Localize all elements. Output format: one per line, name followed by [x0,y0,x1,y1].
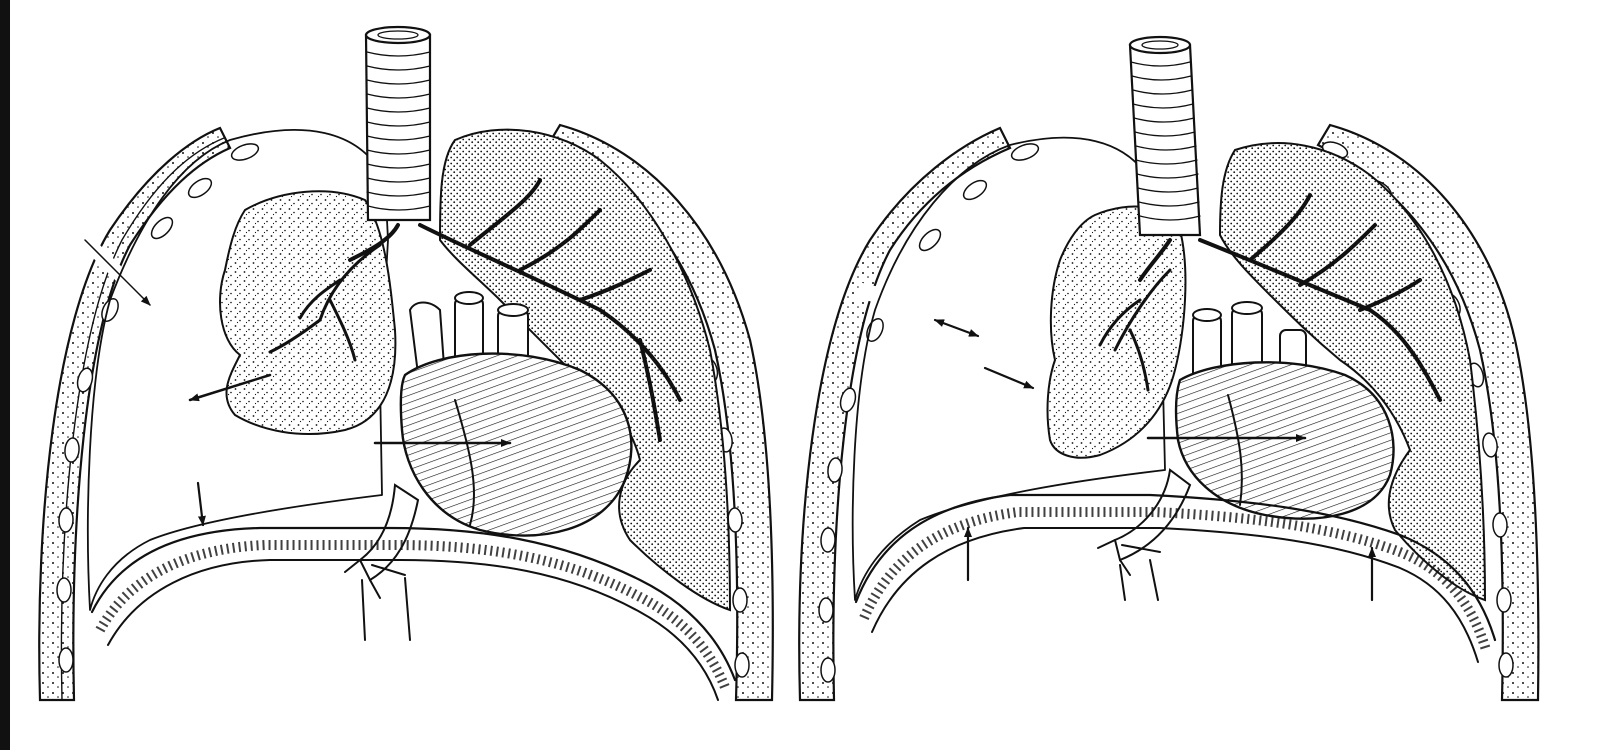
left-panel-collapsed-lung [220,191,395,434]
left-panel-chest-wall-right-side [39,128,260,700]
right-panel-trachea [1130,37,1200,235]
left-panel-trachea [366,27,430,220]
right-panel-lung-arrow [985,368,1033,388]
left-panel-diaphragm [92,528,735,700]
right-panel-air-flow-arrow [935,320,978,336]
left-panel-diaphragm-arrow [198,483,203,525]
left-panel [39,27,773,700]
right-panel [799,37,1538,700]
right-panel-chest-wall-right-side [799,128,1040,700]
